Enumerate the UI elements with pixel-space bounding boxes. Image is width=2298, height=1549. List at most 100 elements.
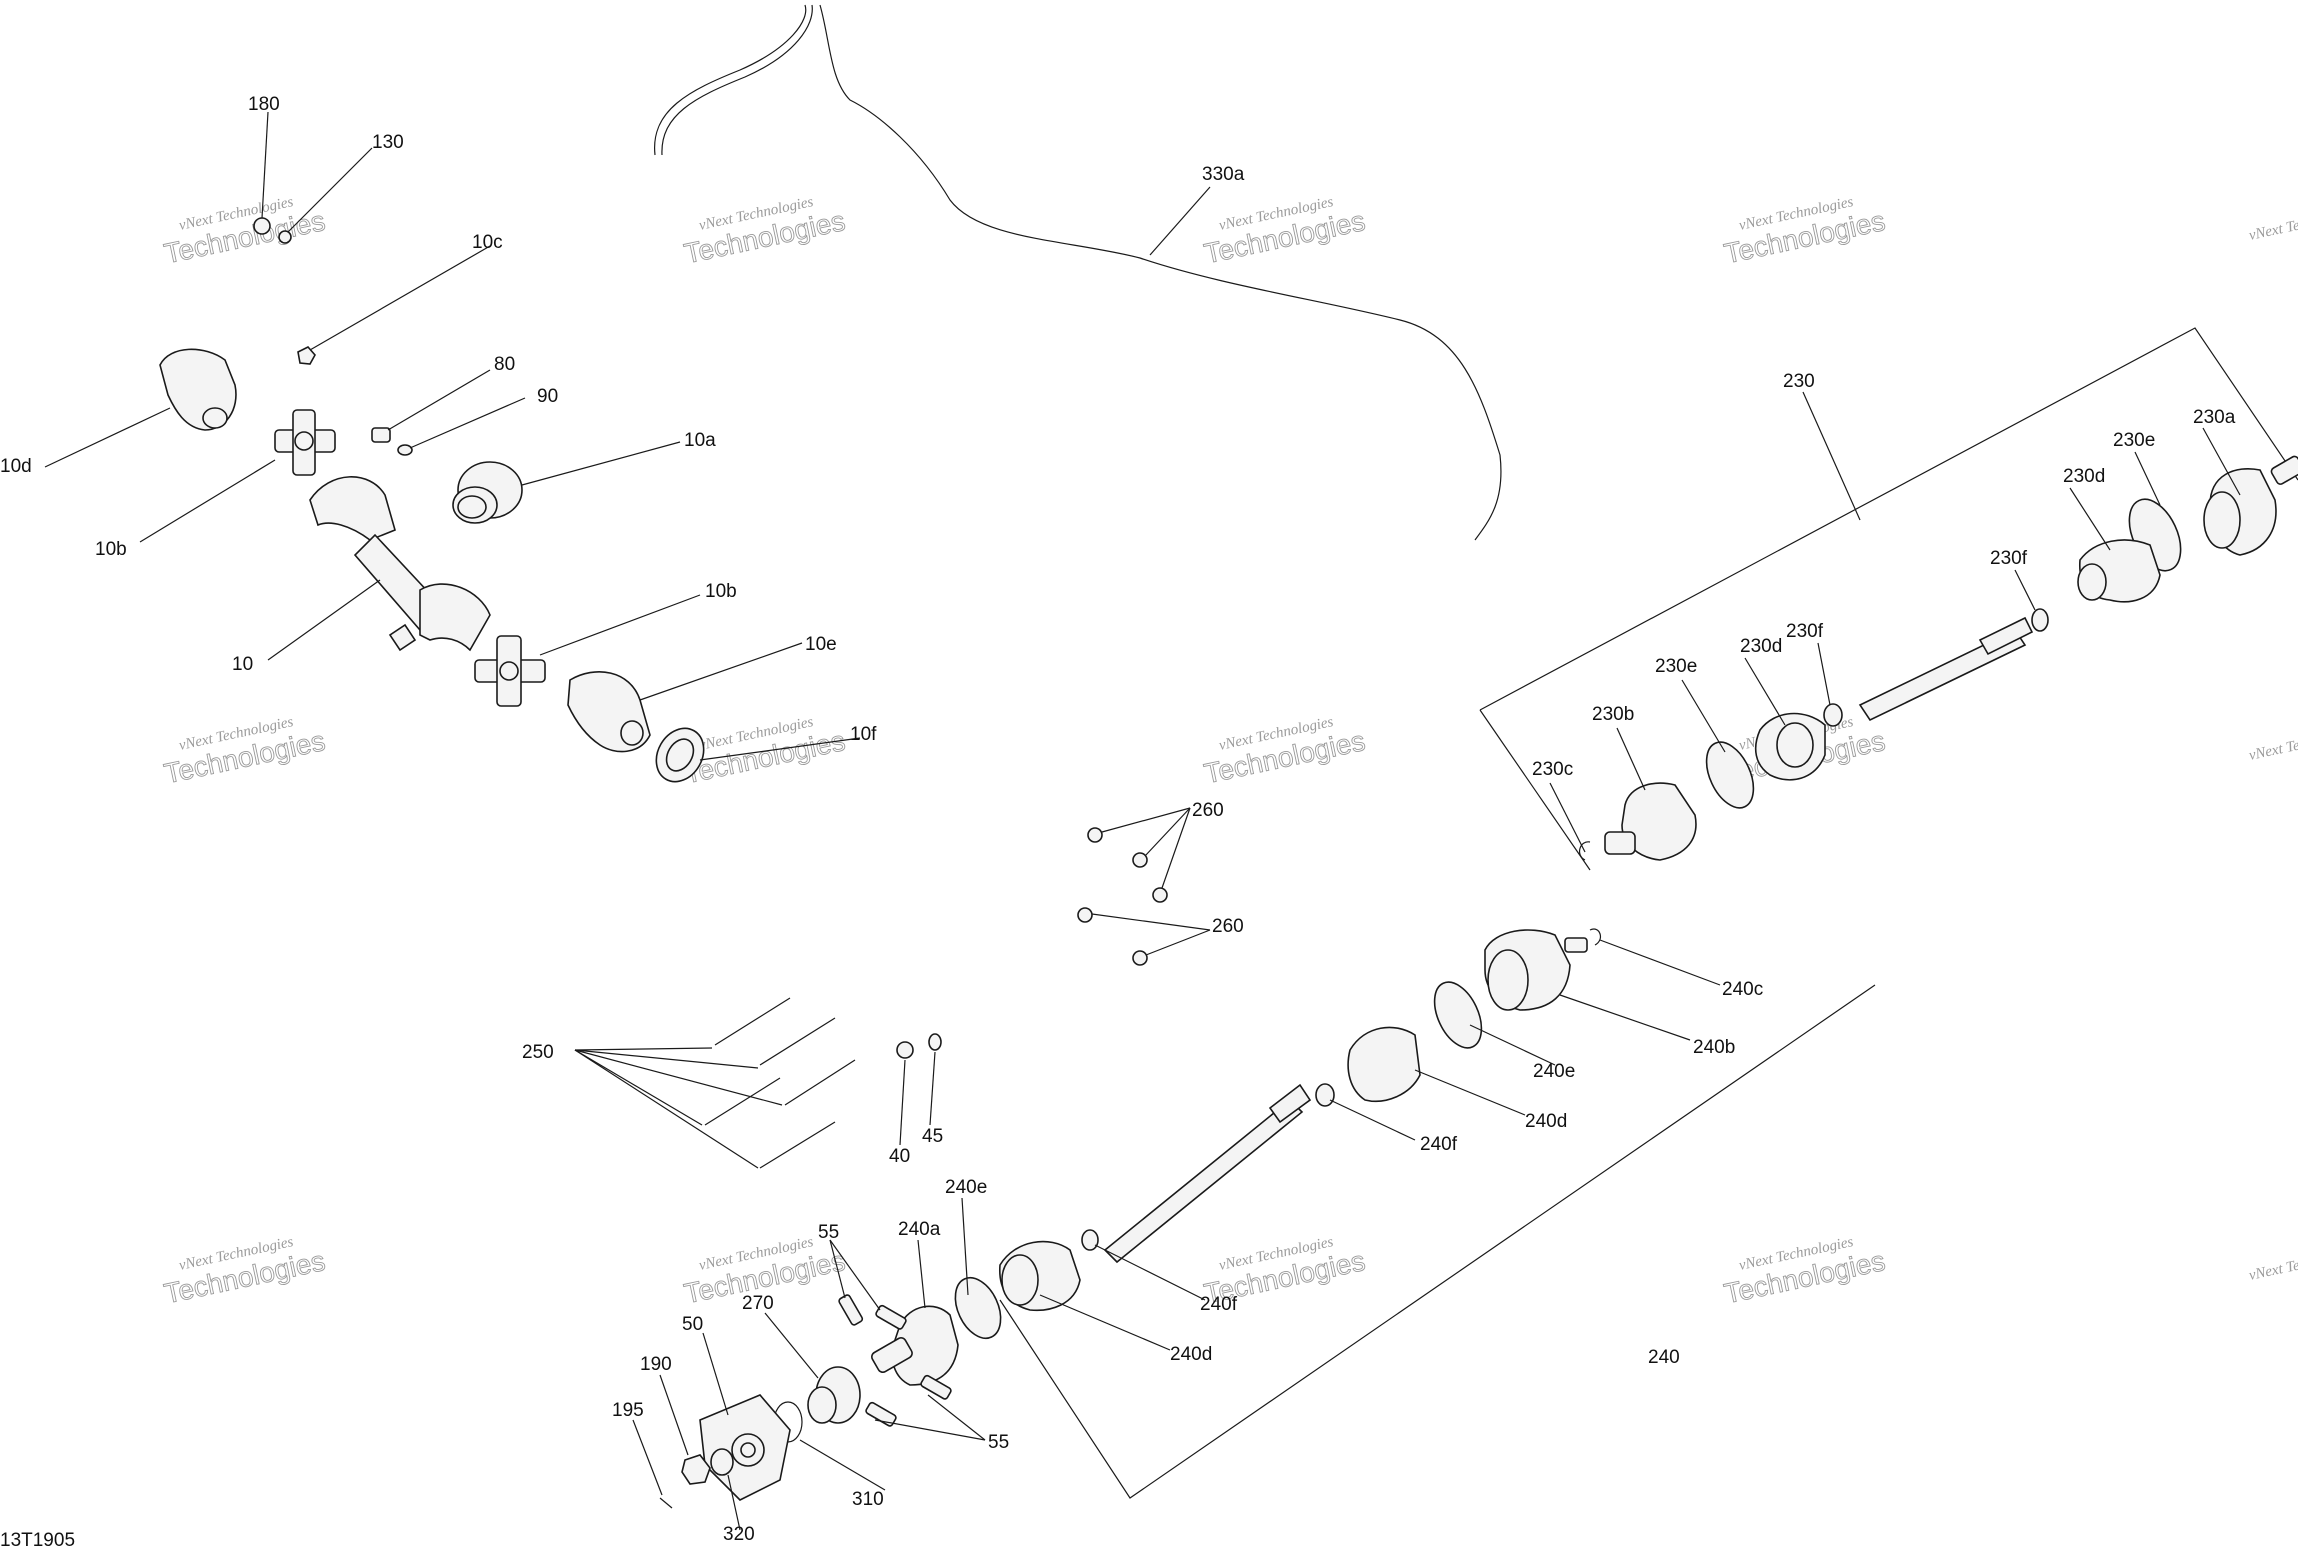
callout-10a[interactable]: 10a	[684, 430, 716, 451]
callout-230a[interactable]: 230a	[2193, 407, 2236, 428]
callout-10[interactable]: 10	[232, 654, 253, 675]
part-270-bearing[interactable]	[807, 1366, 861, 1424]
part-260-bolt[interactable]	[1132, 852, 1148, 868]
part-230c-circlip[interactable]	[1578, 841, 1591, 861]
callout-10e[interactable]: 10e	[805, 634, 837, 655]
callout-130[interactable]: 130	[372, 132, 404, 153]
part-240d-boot[interactable]	[999, 1240, 1081, 1312]
callout-230c[interactable]: 230c	[1532, 759, 1573, 780]
part-250-bolt[interactable]	[759, 1121, 836, 1169]
part-240e-clamp[interactable]	[1425, 975, 1491, 1055]
callout-240e-right[interactable]: 240e	[1533, 1061, 1575, 1082]
callout-10c[interactable]: 10c	[472, 232, 503, 253]
part-90-washer[interactable]	[397, 444, 413, 456]
callout-10b-bottom[interactable]: 10b	[705, 581, 737, 602]
part-240e-clamp[interactable]	[946, 1271, 1009, 1346]
part-260-bolt[interactable]	[1152, 887, 1168, 903]
callout-310[interactable]: 310	[852, 1489, 884, 1510]
part-180-fitting[interactable]	[253, 217, 271, 235]
part-260-bolt[interactable]	[1087, 827, 1103, 843]
callout-40[interactable]: 40	[889, 1146, 910, 1167]
callout-240[interactable]: 240	[1648, 1347, 1680, 1368]
callout-240b[interactable]: 240b	[1693, 1037, 1735, 1058]
callout-230f-left[interactable]: 230f	[1786, 621, 1824, 642]
part-55-stud[interactable]	[875, 1304, 907, 1330]
part-260-bolt[interactable]	[1077, 907, 1093, 923]
part-10-drive-shaft[interactable]	[309, 476, 491, 652]
part-320-washer[interactable]	[710, 1448, 734, 1476]
callout-10b-top[interactable]: 10b	[95, 539, 127, 560]
axle-shaft-230[interactable]	[1858, 616, 2034, 722]
svg-text:vNext Technologies: vNext Technologies	[2248, 204, 2298, 244]
callout-230d-right[interactable]: 230d	[2063, 466, 2105, 487]
callout-240c[interactable]: 240c	[1722, 979, 1763, 1000]
part-230e-clamp[interactable]	[1697, 735, 1763, 815]
callout-230b[interactable]: 230b	[1592, 704, 1634, 725]
callout-80[interactable]: 80	[494, 354, 515, 375]
callout-320[interactable]: 320	[723, 1524, 755, 1545]
callout-270[interactable]: 270	[742, 1293, 774, 1314]
callout-330a[interactable]: 330a	[1202, 164, 1245, 185]
callout-55-top[interactable]: 55	[818, 1222, 839, 1243]
part-260-bolt[interactable]	[1132, 950, 1148, 966]
callout-230[interactable]: 230	[1783, 371, 1815, 392]
part-240f-ring[interactable]	[1315, 1083, 1335, 1107]
yoke-bore	[620, 720, 644, 746]
callout-230f-right[interactable]: 230f	[1990, 548, 2028, 569]
callout-230d-left[interactable]: 230d	[1740, 636, 1782, 657]
callout-240d-right[interactable]: 240d	[1525, 1111, 1567, 1132]
part-45-washer[interactable]	[928, 1033, 942, 1051]
part-240c-circlip[interactable]	[1589, 928, 1602, 946]
part-240a-outer-cv[interactable]	[870, 1305, 959, 1386]
part-240b-inner-cv[interactable]	[1484, 929, 1588, 1011]
part-190-nut[interactable]	[681, 1454, 711, 1485]
callout-230e-right[interactable]: 230e	[2113, 430, 2155, 451]
part-10b-cross-top[interactable]	[274, 409, 336, 476]
part-250-bolt[interactable]	[759, 1017, 836, 1066]
callout-260-a[interactable]: 260	[1192, 800, 1224, 821]
watermarks: vNext Technologies Technologies vNext Te…	[161, 194, 2298, 1310]
callout-190[interactable]: 190	[640, 1354, 672, 1375]
callout-50[interactable]: 50	[682, 1314, 703, 1335]
part-230b-inner-cv[interactable]	[1604, 782, 1697, 861]
callout-260-b[interactable]: 260	[1212, 916, 1244, 937]
part-250-bolt[interactable]	[714, 997, 791, 1046]
callout-240a[interactable]: 240a	[898, 1219, 941, 1240]
part-250-bolt[interactable]	[784, 1059, 856, 1106]
callout-10f[interactable]: 10f	[850, 724, 877, 745]
callout-230e-left[interactable]: 230e	[1655, 656, 1697, 677]
watermark: vNext Technologies	[2248, 724, 2298, 764]
callout-240e-left[interactable]: 240e	[945, 1177, 987, 1198]
part-240d-boot[interactable]	[1347, 1026, 1421, 1102]
part-230f-ring[interactable]	[2031, 608, 2049, 632]
part-55-stud[interactable]	[865, 1401, 897, 1427]
part-80-bolt[interactable]	[371, 427, 391, 443]
svg-text:vNext Technologies: vNext Technologies	[2248, 1244, 2298, 1284]
callout-55-bottom[interactable]: 55	[988, 1432, 1009, 1453]
callout-240f-right[interactable]: 240f	[1420, 1134, 1458, 1155]
part-10a-boot[interactable]	[452, 461, 523, 524]
part-230d-boot[interactable]	[1754, 712, 1826, 781]
part-250-bolt[interactable]	[704, 1077, 781, 1126]
axle-shaft-240[interactable]	[1103, 1083, 1312, 1264]
callout-10d[interactable]: 10d	[0, 456, 32, 477]
part-10f-seal[interactable]	[647, 720, 713, 790]
part-240f-ring[interactable]	[1081, 1229, 1099, 1251]
callout-45[interactable]: 45	[922, 1126, 943, 1147]
part-230d-boot[interactable]	[2077, 539, 2161, 603]
part-55-stud[interactable]	[838, 1294, 864, 1326]
part-230a-outer-cv[interactable]	[2203, 455, 2298, 556]
callout-240f-left[interactable]: 240f	[1200, 1294, 1238, 1315]
callout-180[interactable]: 180	[248, 94, 280, 115]
part-195-cotter-pin[interactable]	[659, 1497, 673, 1509]
part-130-fitting[interactable]	[278, 230, 292, 244]
part-10c-nut[interactable]	[297, 346, 316, 365]
part-40-nut[interactable]	[896, 1041, 914, 1059]
part-55-stud[interactable]	[920, 1374, 952, 1400]
callout-240d-left[interactable]: 240d	[1170, 1344, 1212, 1365]
part-10b-cross-bottom[interactable]	[474, 635, 546, 707]
part-230f-ring[interactable]	[1823, 703, 1843, 727]
callout-90[interactable]: 90	[537, 386, 558, 407]
callout-250[interactable]: 250	[522, 1042, 554, 1063]
callout-195[interactable]: 195	[612, 1400, 644, 1421]
